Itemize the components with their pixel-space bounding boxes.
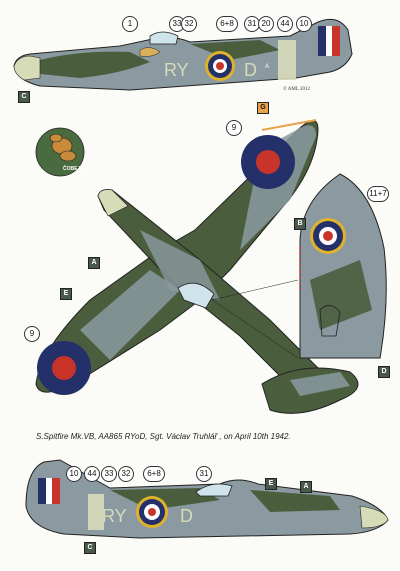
bottom-callout-10: 10 bbox=[66, 466, 82, 482]
bottom-callout-6-8: 6+8 bbox=[143, 466, 165, 482]
top-callout-20: 20 bbox=[258, 16, 274, 32]
fin-marker-d: D bbox=[378, 366, 390, 378]
top-callout-10: 10 bbox=[296, 16, 312, 32]
planform bbox=[35, 119, 359, 414]
bottom-callout-31: 31 bbox=[196, 466, 212, 482]
mascot-badge bbox=[35, 127, 85, 177]
bottom-callout-44: 44 bbox=[84, 466, 100, 482]
top-callout-31: 31 bbox=[244, 16, 260, 32]
planform-marker-e: E bbox=[60, 288, 72, 300]
bottom-profile bbox=[25, 459, 389, 539]
bottom-marker-e: E bbox=[265, 478, 277, 490]
copyright: © AML 2012 bbox=[283, 87, 310, 92]
top-code-left: RY bbox=[164, 60, 189, 80]
top-small-letter: A bbox=[265, 64, 269, 70]
caption: S.Spitfire Mk.VB, AA865 RYoD, Sgt. Václa… bbox=[36, 432, 291, 441]
bottom-marker-a: A bbox=[300, 481, 312, 493]
top-callout-1: 1 bbox=[122, 16, 138, 32]
bottom-code-left: RY bbox=[102, 506, 127, 526]
fin-detail bbox=[299, 173, 387, 359]
top-profile bbox=[13, 18, 353, 91]
bottom-marker-c: C bbox=[84, 542, 96, 554]
planform-callout-9b: 9 bbox=[24, 326, 40, 342]
top-code-right: D bbox=[244, 60, 257, 80]
top-callout-44: 44 bbox=[277, 16, 293, 32]
planform-marker-a: A bbox=[88, 257, 100, 269]
top-marker-c: C bbox=[18, 91, 30, 103]
fin-marker-b: B bbox=[294, 218, 306, 230]
planform-callout-9a: 9 bbox=[226, 120, 242, 136]
top-callout-6-8: 6+8 bbox=[216, 16, 238, 32]
bottom-callout-33: 33 bbox=[101, 466, 117, 482]
top-callout-32: 32 bbox=[181, 16, 197, 32]
bottom-code-right: D bbox=[180, 506, 193, 526]
fin-callout-11-7: 11+7 bbox=[367, 186, 389, 202]
mascot-text: ČOBEJS bbox=[63, 165, 84, 172]
planform-marker-g: G bbox=[257, 102, 269, 114]
bottom-callout-32: 32 bbox=[118, 466, 134, 482]
